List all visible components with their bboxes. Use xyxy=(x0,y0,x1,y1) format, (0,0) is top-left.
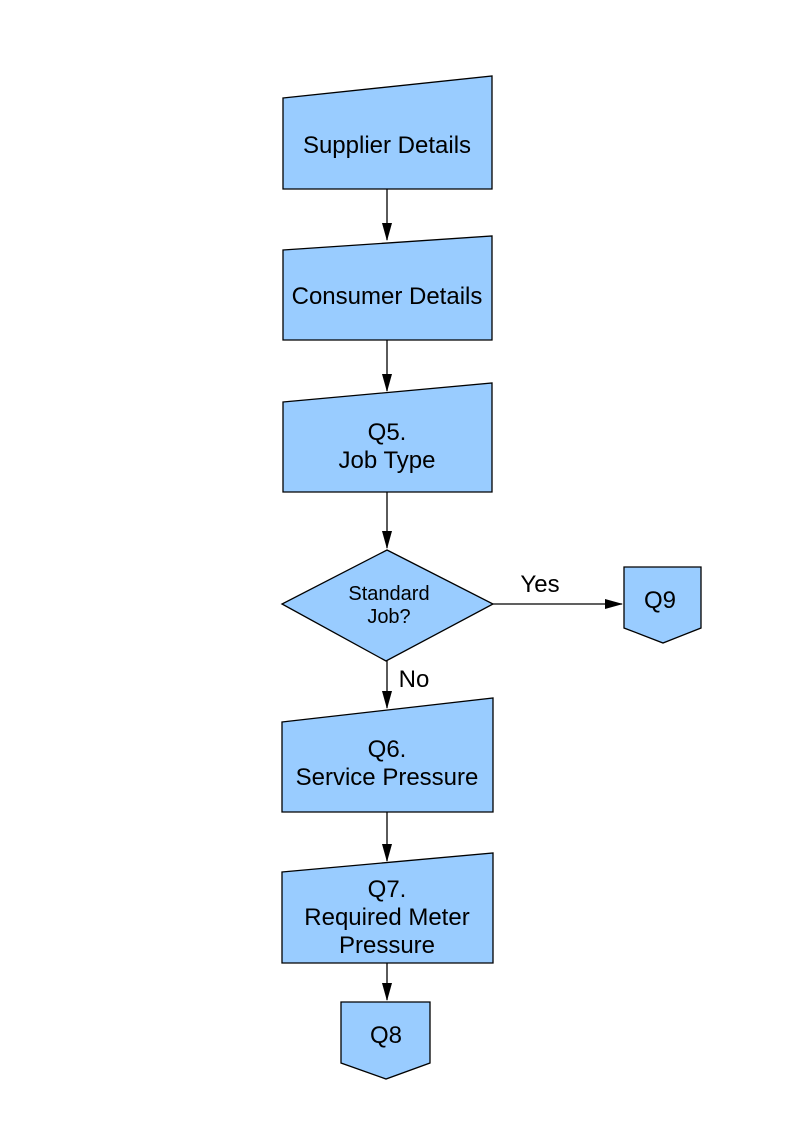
supplier-details-label: Supplier Details xyxy=(303,132,471,159)
q6-service-pressure-shape xyxy=(281,697,494,813)
consumer-details-label: Consumer Details xyxy=(292,283,483,310)
q7-required-meter-pressure-shape xyxy=(281,852,494,964)
supplier-details-shape xyxy=(282,75,493,190)
q6-label-line1: Q6. xyxy=(368,736,407,763)
q7-label-line2: Required Meter xyxy=(304,904,469,931)
yes-label: Yes xyxy=(520,571,559,598)
q7-label-line3: Pressure xyxy=(339,932,435,959)
q9-connector-shape xyxy=(623,566,702,644)
q7-label-line1: Q7. xyxy=(368,876,407,903)
decision-label-line2: Job? xyxy=(367,606,410,628)
q6-label-line2: Service Pressure xyxy=(296,764,479,791)
consumer-details-shape xyxy=(282,235,493,341)
q5-job-type-shape xyxy=(282,382,493,493)
q5-label-line2: Job Type xyxy=(339,447,436,474)
standard-job-decision-shape xyxy=(280,549,495,662)
q9-label: Q9 xyxy=(644,587,676,614)
q8-label: Q8 xyxy=(370,1022,402,1049)
q5-label-line1: Q5. xyxy=(368,419,407,446)
decision-label-line1: Standard xyxy=(348,583,429,605)
q8-connector-shape xyxy=(340,1001,431,1080)
no-label: No xyxy=(399,666,430,693)
